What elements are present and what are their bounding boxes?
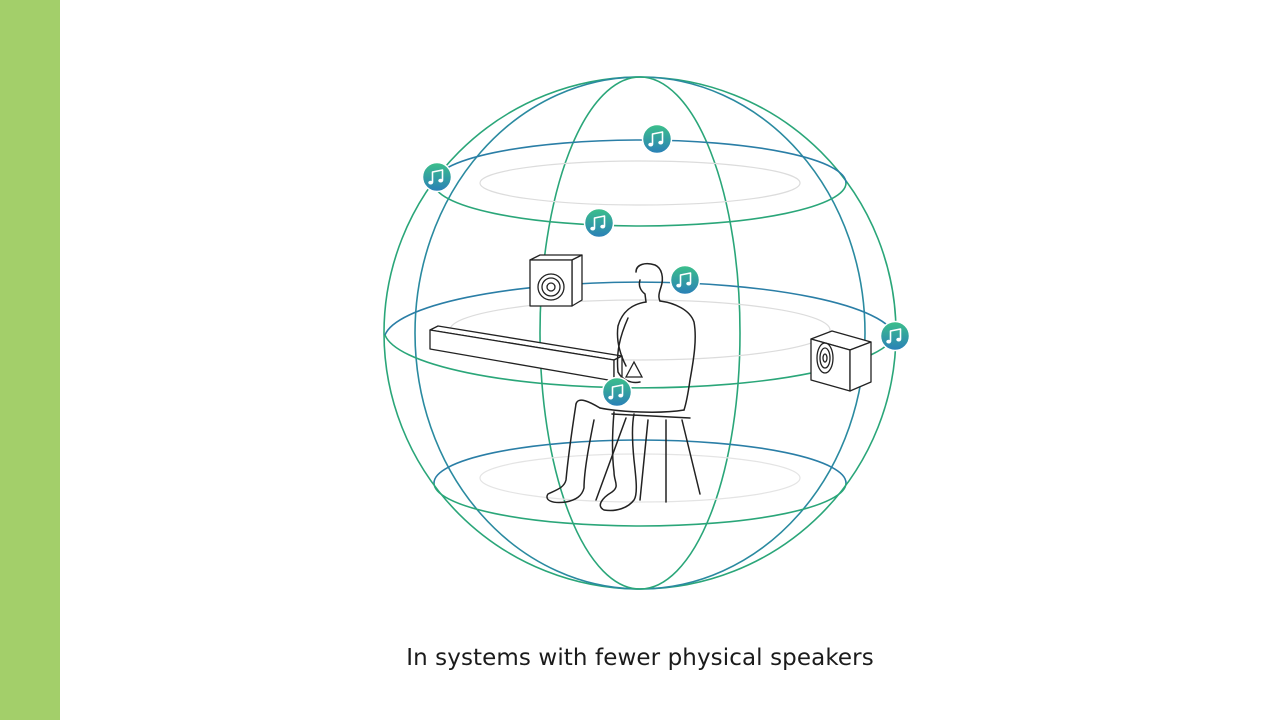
center-marker-icon: [624, 360, 644, 378]
music-note-icon: [601, 376, 633, 408]
upper-ring: [433, 139, 847, 227]
lower-ring: [433, 439, 847, 527]
soundbar-icon: [429, 325, 623, 382]
music-note-icon: [879, 320, 911, 352]
speaker-box-right-icon: [810, 330, 872, 392]
accent-side-bar: [0, 0, 60, 720]
music-note-icon: [421, 161, 453, 193]
meridian-middle: [539, 76, 741, 590]
music-note-icon: [641, 123, 673, 155]
music-note-icon: [583, 207, 615, 239]
music-note-icon: [669, 264, 701, 296]
caption-text: In systems with fewer physical speakers: [406, 645, 874, 671]
seated-listener-icon: [546, 262, 701, 512]
speaker-box-left-icon: [529, 254, 583, 307]
